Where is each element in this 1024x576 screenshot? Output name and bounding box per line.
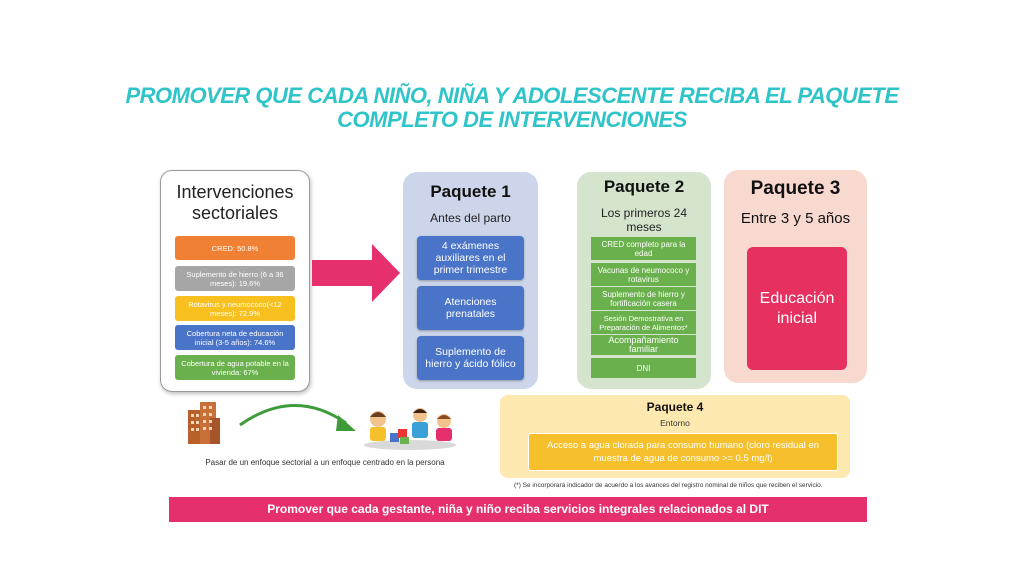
curved-arrow-icon [239,404,356,431]
paquete3-subtitle: Entre 3 y 5 años [740,210,851,227]
paquete2-item-dni: DNI [591,358,696,378]
page-title: PROMOVER QUE CADA NIÑO, NIÑA Y ADOLESCEN… [125,83,899,132]
paquete1-item-prenatal: Atenciones prenatales [417,286,524,330]
paquete3-item-education: Educación inicial [747,247,847,370]
bottom-banner: Promover que cada gestante, niña y niño … [169,497,867,522]
paquete4-item-water: Acceso a agua clorada para consumo human… [528,433,838,471]
paquete1-item-exams: 4 exámenes auxiliares en el primer trime… [417,236,524,280]
paquete2-item-family: Acompañamiento familiar [591,335,696,355]
indicator-vaccines: Rotavirus y neumococo(<12 meses): 72.9% [175,296,295,321]
caption: Pasar de un enfoque sectorial a un enfoq… [205,458,445,467]
paquete1-item-supplement: Suplemento de hierro y ácido fólico [417,336,524,380]
indicator-iron-supplement: Suplemento de hierro (6 a 36 meses): 19.… [175,266,295,291]
paquete2-item-iron: Suplemento de hierro y fortificación cas… [591,287,696,310]
indicator-cred: CRED: 50.8% [175,236,295,260]
paquete2-item-vaccines: Vacunas de neumococo y rotavirus [591,263,696,286]
footnote: (*) Se incorporará indicador de acuerdo … [514,482,823,489]
indicator-initial-education: Cobertura neta de educación inicial (3-5… [175,325,295,350]
paquete2-title: Paquete 2 [603,177,685,196]
indicator-potable-water: Cobertura de agua potable en la vivienda… [175,355,295,380]
paquete1-subtitle: Antes del parto [430,211,511,225]
paquete2-item-session: Sesión Demostrativa en Preparación de Al… [591,311,696,334]
paquete2-subtitle: Los primeros 24 meses [600,206,688,234]
paquete4-subtitle: Entorno [660,418,690,428]
paquete1-title: Paquete 1 [430,182,511,201]
children-playing-icon [364,408,456,450]
paquete3-title: Paquete 3 [750,178,841,199]
paquete4-title: Paquete 4 [646,400,704,414]
buildings-icon [188,402,220,444]
interventions-title: Intervenciones sectoriales [176,182,294,223]
right-arrow-icon [312,244,400,302]
paquete2-item-cred: CRED completo para la edad [591,237,696,260]
